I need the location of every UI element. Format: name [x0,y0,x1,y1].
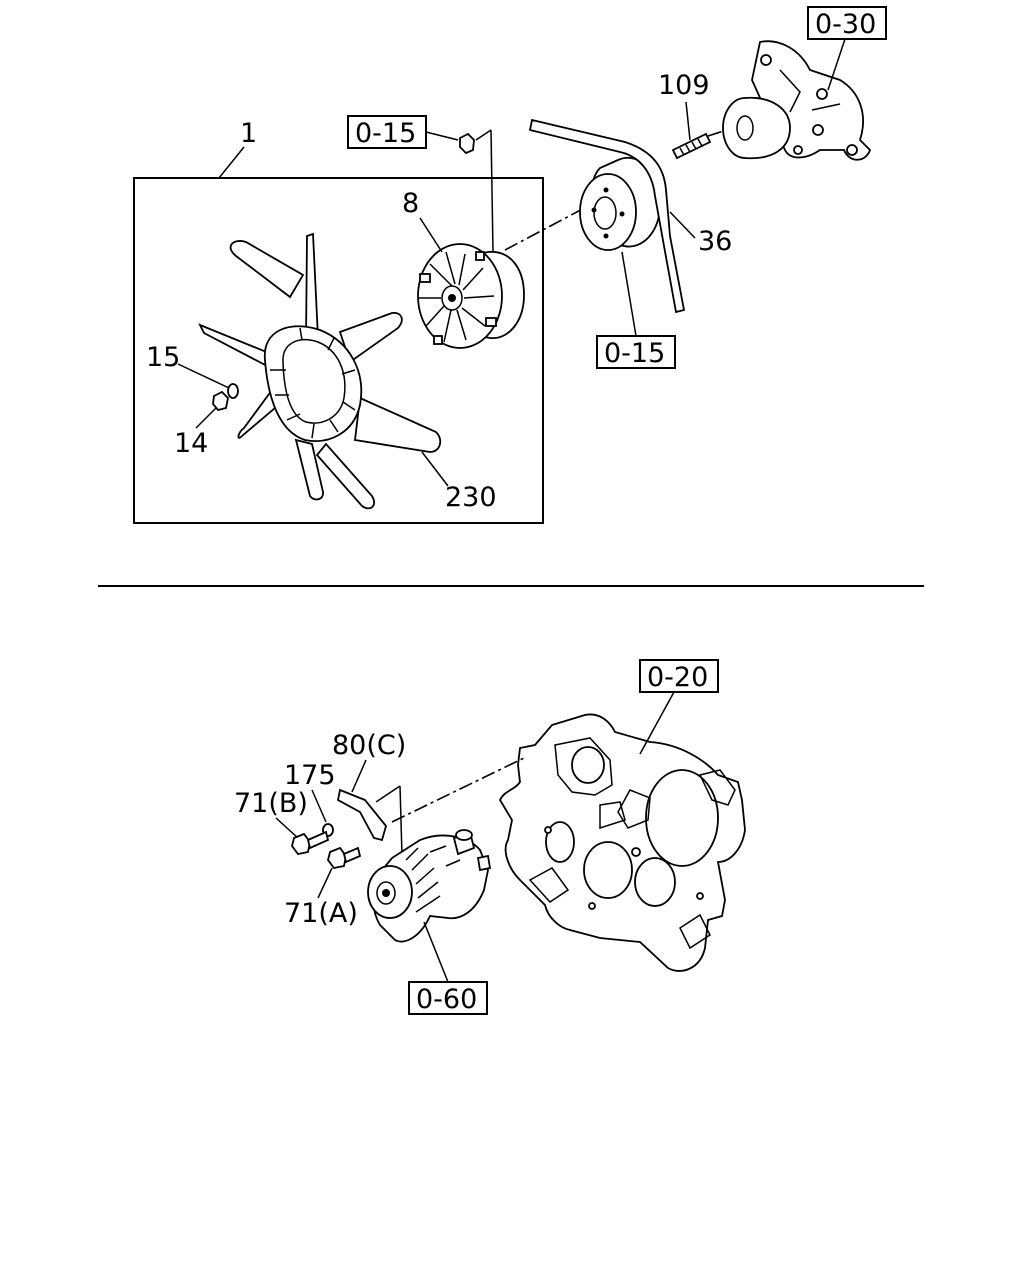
stud [671,132,712,160]
clutch [417,243,525,349]
label-bracket: 80(C) [332,730,406,761]
bolt-b [291,830,330,855]
ref-pulley: 0-15 [604,338,665,369]
ref-box-pump [807,6,887,40]
label-washer: 15 [146,342,180,373]
bracket [336,788,387,842]
label-nut: 14 [174,428,208,459]
gear-case [498,713,746,972]
label-belt: 36 [698,226,732,257]
label-assembly: 1 [240,118,257,149]
ref-case: 0-20 [647,662,708,693]
label-washer-175: 175 [284,760,336,791]
top-nut [459,132,475,155]
ref-pump-bottom: 0-60 [416,984,477,1015]
water-pump [722,40,872,161]
washer [227,383,239,399]
bolt-a [327,846,362,869]
pulley [579,157,661,251]
label-clutch: 8 [402,188,419,219]
fan [198,232,442,510]
label-fan: 230 [445,482,497,513]
vacuum-pump [367,829,492,943]
fan-assembly-box [133,177,544,524]
label-bolt-a: 71(A) [284,898,358,929]
ref-nut: 0-15 [355,118,416,149]
label-bolt-b: 71(B) [234,788,308,819]
ref-pump: 0-30 [815,9,876,40]
ref-box-case [639,659,719,693]
label-stud: 109 [658,70,710,101]
nut [212,390,229,412]
belt [528,118,686,314]
